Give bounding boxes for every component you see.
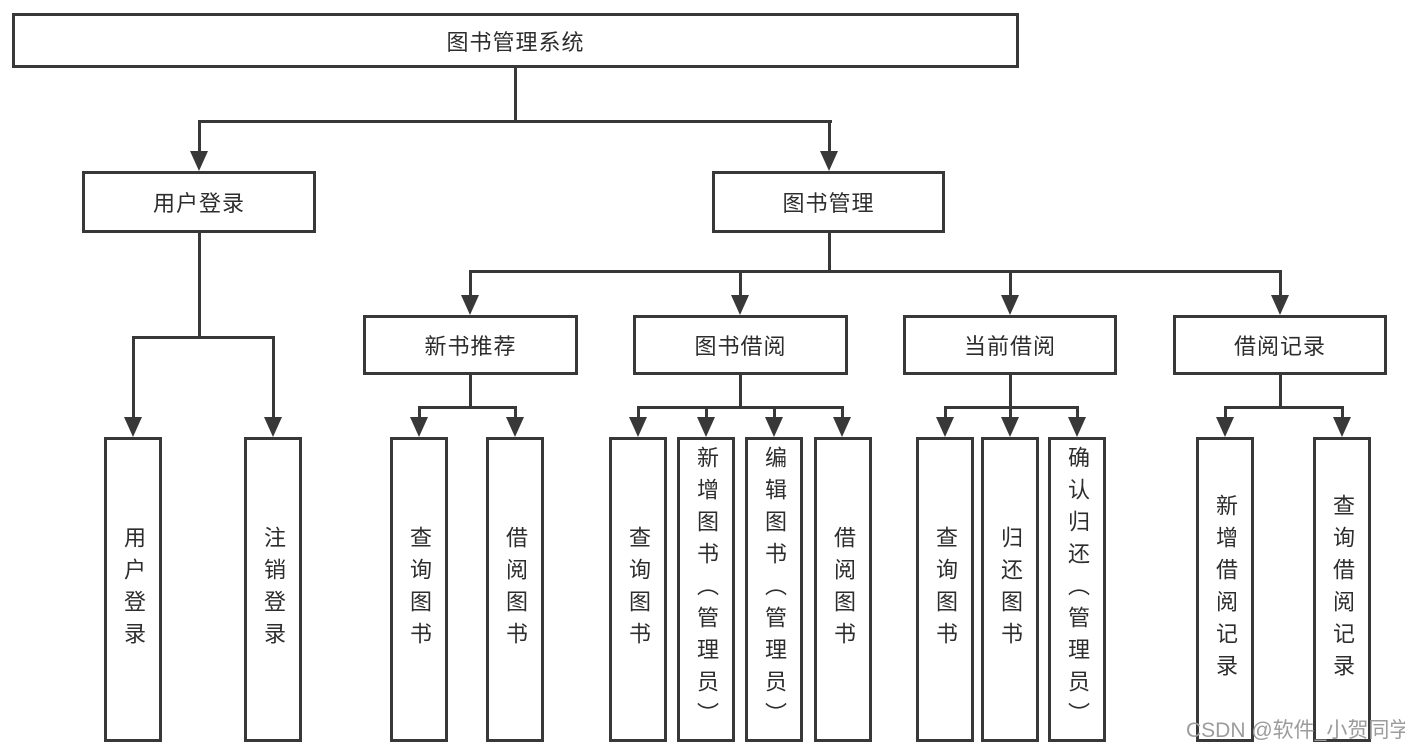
connector-leaf-user-login-stub: [132, 336, 135, 421]
node-rec-query-book: 查询图书: [390, 437, 448, 742]
node-bb-borrow-book: 借阅图书: [814, 437, 872, 742]
node-cb-return-book-label: 归还图书: [998, 525, 1023, 654]
node-book-borrow-label: 图书借阅: [694, 334, 787, 359]
connector-br-hbar: [1224, 406, 1344, 409]
node-user-login: 用户登录: [82, 171, 316, 233]
connector-rec-query-stub: [418, 406, 421, 421]
node-rec-query-book-label: 查询图书: [407, 525, 432, 654]
node-bb-query-book-label: 查询图书: [626, 525, 651, 654]
connector-book-mgmt-stub: [828, 120, 831, 155]
connector-book-mgmt-stem: [828, 233, 831, 273]
connector-cb-confirm-stub: [1076, 406, 1079, 421]
node-current-borrow-label: 当前借阅: [963, 334, 1056, 359]
arrowhead-borrow-record: [1271, 295, 1289, 315]
node-book-mgmt-label: 图书管理: [782, 191, 875, 216]
connector-bb-borrow-stub: [841, 406, 844, 421]
node-cb-confirm-return-label: 确认归还（管理员）: [1065, 445, 1090, 734]
node-bb-add-book: 新增图书（管理员）: [677, 437, 735, 742]
arrowhead-cb-confirm: [1068, 417, 1086, 437]
connector-br-stem: [1279, 375, 1282, 409]
connector-user-login-stem: [198, 233, 201, 339]
node-user-login-label: 用户登录: [152, 191, 245, 216]
connector-borrow-record-stub: [1279, 270, 1282, 299]
connector-bb-stem: [739, 375, 742, 409]
connector-rec-hbar: [418, 406, 517, 409]
connector-user-login-stub: [198, 120, 201, 155]
node-leaf-user-login: 用户登录: [104, 437, 162, 742]
connector-bb-add-stub: [705, 406, 708, 421]
connector-cb-return-stub: [1009, 406, 1012, 421]
node-leaf-user-login-label: 用户登录: [121, 525, 146, 654]
connector-leaf-logout-stub: [272, 336, 275, 421]
arrowhead-user-login: [190, 151, 208, 171]
arrowhead-new-book-rec: [461, 295, 479, 315]
connector-bb-edit-stub: [773, 406, 776, 421]
connector-cb-stem: [1009, 375, 1012, 409]
node-leaf-logout: 注销登录: [244, 437, 302, 742]
connector-root-stem: [514, 68, 517, 120]
connector-br-add-stub: [1224, 406, 1227, 421]
node-book-mgmt: 图书管理: [712, 171, 945, 233]
arrowhead-leaf-logout: [264, 417, 282, 437]
arrowhead-rec-borrow: [506, 417, 524, 437]
arrowhead-bb-borrow: [833, 417, 851, 437]
node-cb-return-book: 归还图书: [981, 437, 1039, 742]
node-bb-borrow-book-label: 借阅图书: [831, 525, 856, 654]
connector-rec-borrow-stub: [514, 406, 517, 421]
node-cb-query-book-label: 查询图书: [933, 525, 958, 654]
node-br-query-record-label: 查询借阅记录: [1330, 493, 1355, 686]
arrowhead-br-query: [1333, 417, 1351, 437]
arrowhead-rec-query: [410, 417, 428, 437]
connector-user-login-hbar: [132, 336, 275, 339]
csdn-watermark: CSDN @软件_小贺同学: [1186, 719, 1405, 742]
node-bb-edit-book: 编辑图书（管理员）: [745, 437, 803, 742]
node-rec-borrow-book-label: 借阅图书: [503, 525, 528, 654]
node-root-label: 图书管理系统: [446, 29, 585, 55]
node-bb-add-book-label: 新增图书（管理员）: [694, 445, 719, 734]
node-borrow-record: 借阅记录: [1173, 315, 1387, 375]
node-br-add-record: 新增借阅记录: [1196, 437, 1254, 742]
arrowhead-bb-edit: [765, 417, 783, 437]
arrowhead-current-borrow: [1001, 295, 1019, 315]
node-br-query-record: 查询借阅记录: [1313, 437, 1371, 742]
node-book-borrow: 图书借阅: [633, 315, 848, 375]
node-new-book-rec: 新书推荐: [363, 315, 578, 375]
arrowhead-br-add: [1216, 417, 1234, 437]
connector-root-hbar: [198, 120, 832, 123]
node-cb-query-book: 查询图书: [916, 437, 974, 742]
connector-rec-stem: [469, 375, 472, 409]
connector-br-query-stub: [1341, 406, 1344, 421]
node-new-book-rec-label: 新书推荐: [424, 334, 517, 359]
connector-current-borrow-stub: [1009, 270, 1012, 299]
node-current-borrow: 当前借阅: [903, 315, 1117, 375]
arrowhead-bb-query: [629, 417, 647, 437]
connector-cb-query-stub: [944, 406, 947, 421]
node-root: 图书管理系统: [12, 13, 1019, 68]
arrowhead-leaf-user-login: [124, 417, 142, 437]
arrowhead-bb-add: [697, 417, 715, 437]
connector-new-book-rec-stub: [469, 270, 472, 299]
connector-book-borrow-stub: [739, 270, 742, 299]
connector-bb-hbar: [637, 406, 844, 409]
node-bb-query-book: 查询图书: [609, 437, 667, 742]
arrowhead-book-mgmt: [820, 151, 838, 171]
node-cb-confirm-return: 确认归还（管理员）: [1048, 437, 1106, 742]
node-leaf-logout-label: 注销登录: [261, 525, 286, 654]
node-rec-borrow-book: 借阅图书: [486, 437, 544, 742]
arrowhead-book-borrow: [731, 295, 749, 315]
connector-book-mgmt-hbar: [469, 270, 1281, 273]
arrowhead-cb-return: [1001, 417, 1019, 437]
connector-bb-query-stub: [637, 406, 640, 421]
node-borrow-record-label: 借阅记录: [1233, 334, 1326, 359]
node-bb-edit-book-label: 编辑图书（管理员）: [762, 445, 787, 734]
arrowhead-cb-query: [936, 417, 954, 437]
node-br-add-record-label: 新增借阅记录: [1213, 493, 1238, 686]
